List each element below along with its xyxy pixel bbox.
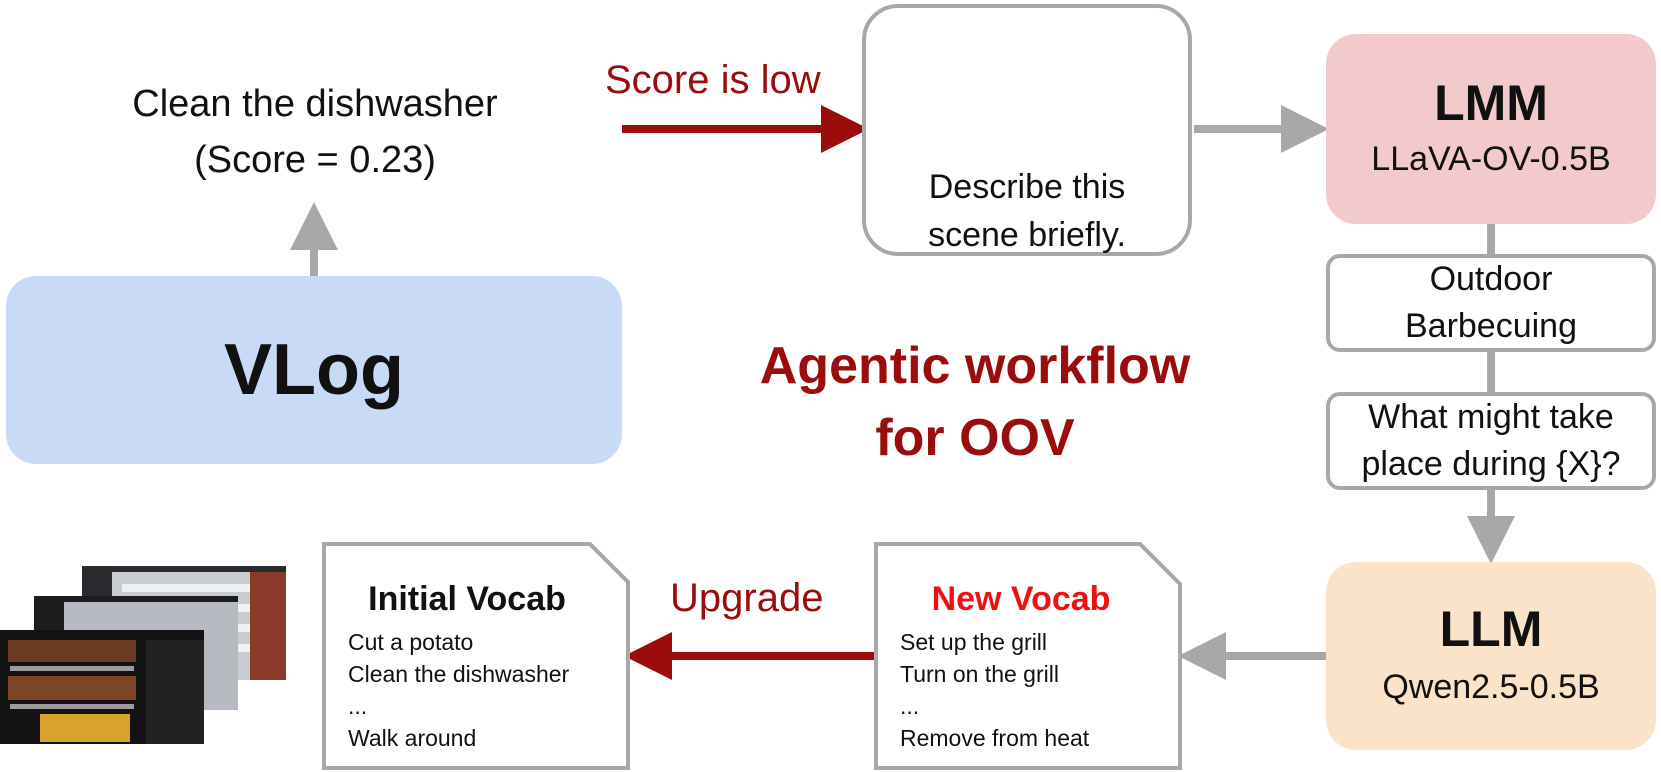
initial-vocab-list: Cut a potato Clean the dishwasher ... Wa… bbox=[348, 626, 569, 754]
list-item: Turn on the grill bbox=[900, 661, 1059, 687]
task-score: (Score = 0.23) bbox=[194, 139, 436, 181]
center-title-line2: for OOV bbox=[875, 409, 1075, 467]
list-item: Remove from heat bbox=[900, 725, 1090, 751]
video-frames-thumbnail-bottom bbox=[0, 566, 286, 744]
task-label: Clean the dishwasher (Score = 0.23) bbox=[90, 76, 540, 188]
vlog-title: VLog bbox=[224, 330, 404, 410]
task-name: Clean the dishwasher bbox=[132, 83, 498, 125]
prompt-line1: Describe this bbox=[928, 168, 1126, 206]
prompt-text: Describe this scene briefly. bbox=[862, 163, 1192, 259]
new-vocab-title: New Vocab bbox=[931, 580, 1111, 618]
new-vocab-document bbox=[874, 542, 1182, 770]
initial-vocab-document bbox=[322, 542, 630, 770]
llm-title: LLM bbox=[1439, 601, 1543, 657]
scene-caption-box: Outdoor Barbecuing bbox=[1326, 254, 1656, 352]
llm-box bbox=[1326, 562, 1656, 750]
list-item: Walk around bbox=[348, 725, 477, 751]
scene-line2: Barbecuing bbox=[1404, 307, 1577, 345]
center-title: Agentic workflow for OOV bbox=[730, 330, 1220, 474]
list-item: ... bbox=[348, 693, 368, 719]
question-prompt-box: What might take place during {X}? bbox=[1326, 392, 1656, 490]
prompt-line2: scene briefly. bbox=[928, 216, 1126, 254]
lmm-title: LMM bbox=[1434, 75, 1548, 131]
vlog-box: VLog bbox=[6, 276, 622, 464]
lmm-model-name: LLaVA-OV-0.5B bbox=[1371, 140, 1611, 178]
prompt-box bbox=[862, 4, 1192, 256]
list-item: Clean the dishwasher bbox=[348, 661, 570, 687]
center-title-line1: Agentic workflow bbox=[759, 337, 1191, 395]
lmm-box bbox=[1326, 34, 1656, 224]
initial-vocab-title: Initial Vocab bbox=[368, 580, 566, 618]
list-item: Cut a potato bbox=[348, 629, 474, 655]
new-vocab-list: Set up the grill Turn on the grill ... R… bbox=[900, 626, 1089, 754]
upgrade-label: Upgrade bbox=[670, 576, 824, 620]
question-line2: place during {X}? bbox=[1361, 445, 1621, 483]
list-item: Set up the grill bbox=[900, 629, 1048, 655]
scene-line1: Outdoor bbox=[1429, 260, 1553, 298]
score-low-label: Score is low bbox=[605, 58, 821, 102]
question-line1: What might take bbox=[1368, 398, 1614, 436]
list-item: ... bbox=[900, 693, 920, 719]
llm-model-name: Qwen2.5-0.5B bbox=[1382, 668, 1600, 706]
